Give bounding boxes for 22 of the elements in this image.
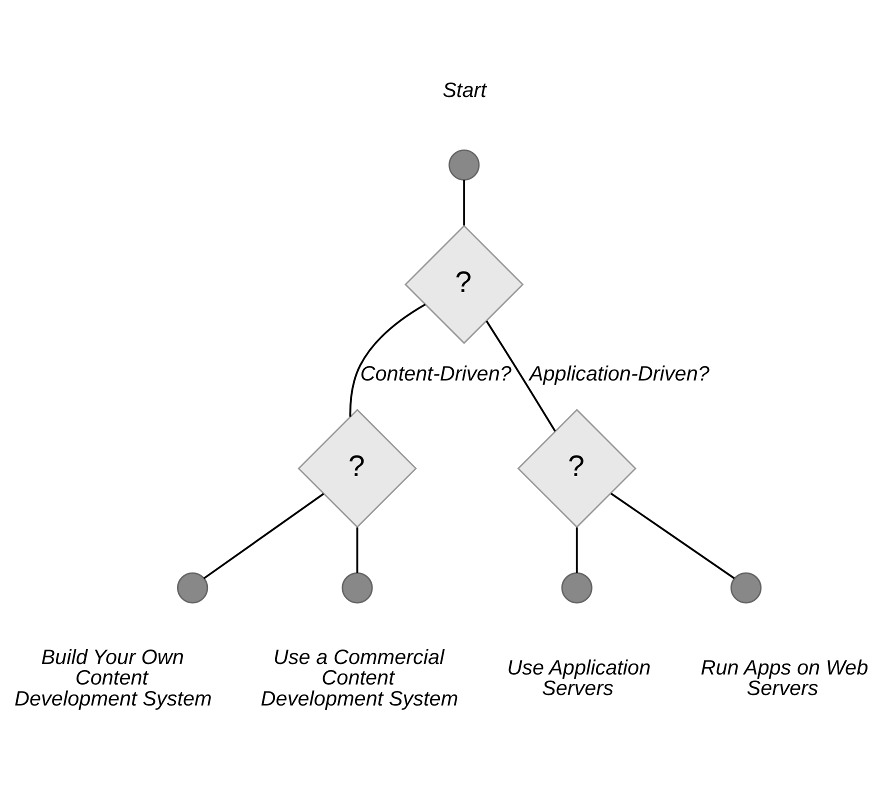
connector: [349, 304, 426, 417]
node-circle: [448, 149, 480, 181]
connector: [463, 180, 466, 226]
node-diamond: ?: [298, 408, 417, 528]
node-circle: [730, 572, 762, 604]
node-label: Use a Commercial Content Development System: [260, 646, 458, 710]
node-diamond: ?: [517, 408, 637, 528]
connector: [576, 528, 578, 573]
connector: [203, 493, 324, 580]
node-circle: [561, 572, 592, 604]
node-diamond: ?: [404, 224, 524, 344]
edge-label: Application-Driven?: [529, 362, 710, 386]
edge-label: Content-Driven?: [360, 362, 512, 386]
node-label: Run Apps on Web Servers: [700, 656, 868, 700]
node-label: Use Application Servers: [507, 656, 651, 700]
connector: [356, 528, 358, 573]
node-label: Build Your Own Content Development System: [14, 646, 212, 710]
node-circle: [342, 572, 373, 604]
node-circle: [176, 572, 208, 604]
node-label: Start: [442, 79, 486, 102]
connector: [486, 320, 556, 432]
connector: [610, 492, 735, 580]
